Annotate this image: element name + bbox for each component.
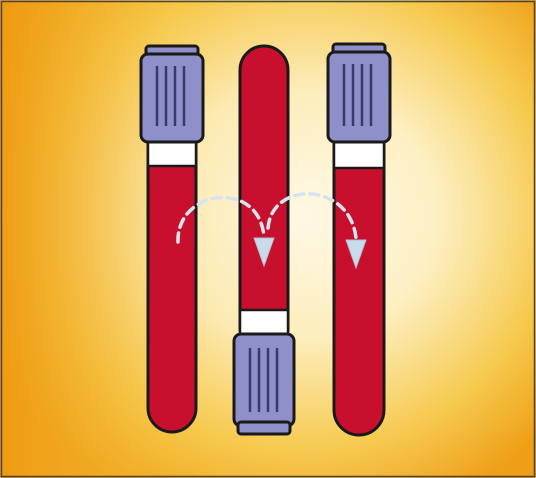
tube-middle-label-band <box>240 310 288 334</box>
tube-left-body <box>148 136 196 432</box>
cap-top-icon <box>141 46 203 142</box>
tube-right-label-band <box>334 142 384 168</box>
tube-right-body <box>334 140 384 435</box>
tube-left <box>141 46 203 432</box>
cap-bottom-icon <box>234 334 294 434</box>
tube-left-label-band <box>148 140 196 166</box>
cap-top-icon <box>328 44 390 142</box>
tube-middle-body <box>240 46 288 330</box>
